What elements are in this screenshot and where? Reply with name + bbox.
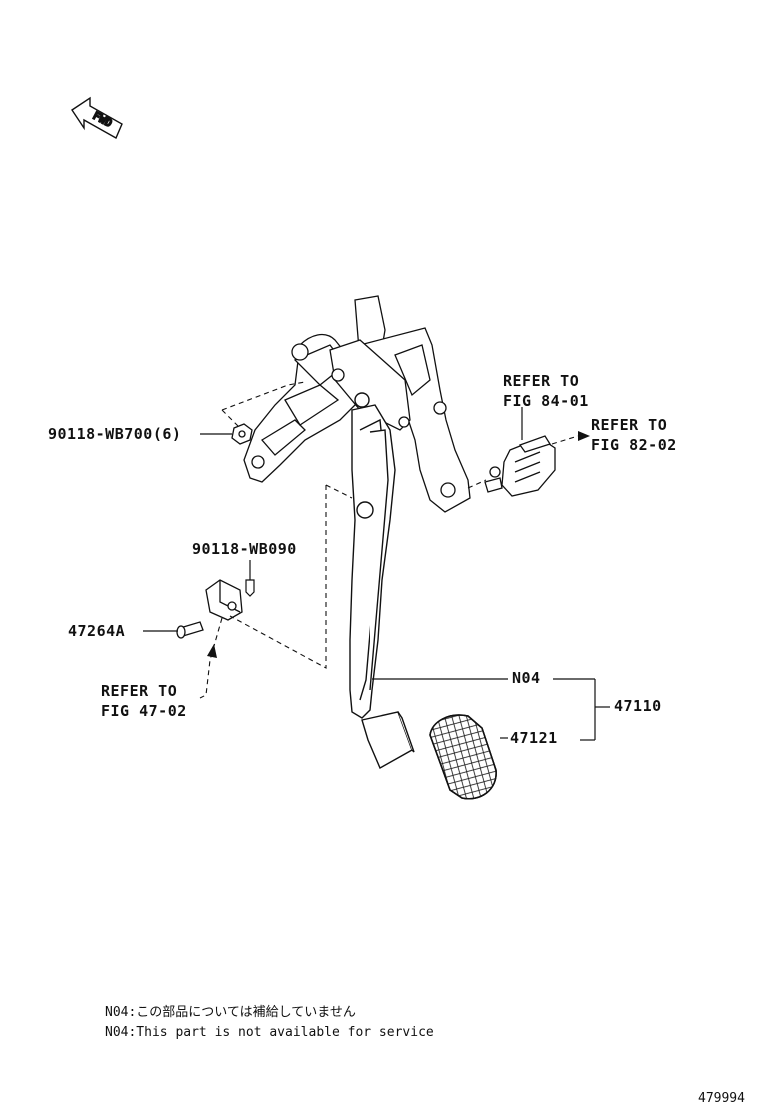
pedal-pad [429, 714, 497, 800]
figure-id: 479994 [698, 1091, 745, 1106]
arrow-47-icon [207, 644, 217, 658]
label-clip-90118-wb090: 90118-WB090 [192, 540, 297, 558]
label-pin-47264a: 47264A [68, 622, 126, 640]
label-refer-84-line2: FIG 84-01 [503, 392, 589, 410]
label-refer-82-line1: REFER TO [591, 416, 668, 434]
label-n04: N04 [512, 669, 541, 687]
clip-icon [245, 579, 255, 597]
note-english: N04:This part is not available for servi… [105, 1025, 434, 1040]
pedal-bracket-right [329, 295, 471, 513]
fwd-arrow-icon: FWD [71, 96, 123, 139]
label-refer-84-line1: REFER TO [503, 372, 580, 390]
stop-lamp-switch [484, 435, 556, 497]
note-japanese: N04:この部品については補給していません [105, 1005, 356, 1020]
label-pad-47121: 47121 [510, 729, 558, 747]
label-refer-47-line1: REFER TO [101, 682, 178, 700]
clevis-pin [176, 579, 243, 639]
dashed-lines [199, 381, 579, 699]
leader-lines [143, 407, 610, 741]
label-refer-82-line2: FIG 82-02 [591, 436, 677, 454]
label-assembly-47110: 47110 [614, 697, 662, 715]
label-refer-47-line2: FIG 47-02 [101, 702, 187, 720]
arrow-82-icon [578, 431, 590, 441]
brake-pedal-arm [349, 392, 396, 719]
nut-icon [231, 423, 253, 445]
pedal-plate [361, 711, 415, 769]
label-nut-90118-wb700: 90118-WB700(6) [48, 425, 182, 443]
